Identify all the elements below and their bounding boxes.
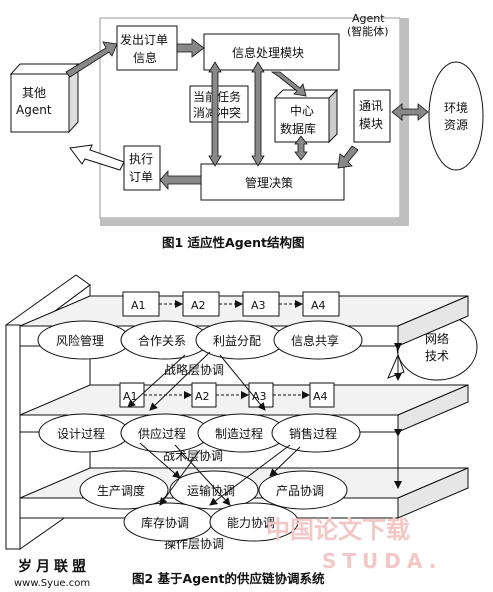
operational-ellipse-3: 产品协调 [276, 483, 324, 498]
operational-ellipse-1: 生产调度 [97, 483, 145, 498]
tactical-ellipse-4: 销售过程 [289, 426, 337, 441]
send-order-label: 发出订单 [120, 32, 168, 47]
tactical-ellipse-1: 设计过程 [57, 426, 105, 441]
strategic-agent-1: A1 [131, 299, 146, 312]
arrow-agent-to-order [65, 41, 118, 78]
center-database-label: 中心 [290, 103, 314, 118]
tactical-ellipse-2: 供应过程 [138, 426, 186, 441]
agent-sublabel: (智能体) [347, 24, 389, 38]
network-label-2: 技术 [425, 349, 449, 363]
arrow-exec-to-agent [69, 144, 125, 171]
agent-frame-shadow-right [400, 18, 409, 226]
operational-ellipse-2: 运输协调 [187, 483, 235, 498]
tactical-agents: A1 A2 A3 A4 [119, 382, 335, 408]
layer-label-tactical: 战术层协调 [163, 448, 223, 463]
management-label: 管理决策 [245, 175, 293, 190]
figure2-caption: 图2 基于Agent的供应链协调系统 [132, 571, 325, 586]
agent-label: Agent [352, 12, 385, 25]
arrow-info-to-db [270, 71, 307, 97]
send-order-box: 发出订单 信息 [116, 25, 178, 71]
figure1-caption: 图1 适应性Agent结构图 [162, 235, 305, 250]
watermark-right-url: STUDA. [322, 549, 442, 573]
exec-order-label-2: 订单 [129, 170, 153, 184]
send-order-label-2: 信息 [133, 50, 157, 65]
arrow-vertical-left [208, 61, 222, 167]
strategic-agent-4: A4 [311, 299, 326, 312]
other-agent-label-2: Agent [16, 103, 52, 117]
environment-label: 环境 [444, 100, 468, 115]
arrow-order-to-info [176, 38, 205, 58]
figure-2: 网络 技术 操作层协调 战术层协调 战略层协调 [5, 274, 478, 586]
pillar-front [5, 324, 21, 550]
strategic-agents: A1 A2 A3 A4 [122, 291, 340, 317]
layer-label-strategic: 战略层协调 [164, 362, 224, 377]
watermark-right-cn: 中国论文下载 [266, 516, 410, 544]
figure-1: Agent (智能体) 其他 Agent 发出订单 信息 信息处理模块 当前任务… [9, 12, 484, 250]
connector-lines [127, 351, 301, 506]
comm-module-label: 通讯 [359, 99, 383, 113]
fig1-arrows [65, 38, 429, 191]
watermark-left-cn: 岁月联盟 [18, 558, 90, 575]
info-processing-label: 信息处理模块 [232, 45, 304, 60]
other-agent-box: 其他 Agent [9, 62, 80, 134]
watermarks: 岁月联盟 www.Syue.com 中国论文下载 STUDA. [14, 516, 442, 589]
strategic-ellipses: 风险管理 合作关系 利益分配 信息共享 [37, 320, 363, 360]
agent-frame-shadow-bottom [100, 218, 409, 226]
tactical-agent-3: A3 [252, 390, 267, 403]
strategic-ellipse-1: 风险管理 [56, 333, 104, 348]
strategic-agent-3: A3 [251, 299, 266, 312]
management-box: 管理决策 [200, 163, 345, 201]
network-label: 网络 [425, 331, 449, 346]
other-agent-label: 其他 [22, 86, 46, 100]
strategic-ellipse-4: 信息共享 [291, 333, 339, 348]
strategic-ellipse-2: 合作关系 [138, 333, 186, 348]
environment-label-2: 资源 [444, 118, 468, 132]
operational-ellipses: 生产调度 运输协调 产品协调 库存协调 能力协调 [79, 470, 348, 542]
watermark-left-url: www.Syue.com [14, 578, 90, 589]
center-database-box: 中心 数据库 [273, 88, 339, 144]
exec-order-box: 执行 订单 [123, 145, 161, 191]
tactical-agent-4: A4 [313, 390, 328, 403]
arrow-mgmt-to-exec [159, 169, 202, 191]
center-database-label-2: 数据库 [280, 121, 316, 136]
comm-module-box: 通讯 模块 [353, 89, 391, 143]
strategic-agent-2: A2 [191, 299, 206, 312]
arrow-comm-env [391, 103, 429, 121]
tactical-ellipses: 设计过程 供应过程 制造过程 销售过程 [38, 413, 361, 453]
comm-module-label-2: 模块 [359, 117, 383, 131]
environment-ellipse: 环境 资源 [428, 61, 484, 171]
operational-ellipse-5: 能力协调 [227, 515, 275, 530]
arrow-comm-to-mgmt [337, 145, 359, 169]
arrow-db-to-mgmt [294, 135, 308, 161]
operational-ellipse-4: 库存协调 [141, 515, 189, 530]
strategic-ellipse-3: 利益分配 [213, 334, 261, 348]
tactical-agent-1: A1 [123, 390, 138, 403]
exec-order-label: 执行 [129, 152, 153, 166]
tactical-ellipse-3: 制造过程 [215, 426, 263, 441]
tactical-agent-2: A2 [195, 390, 210, 403]
info-processing-box: 信息处理模块 [203, 33, 340, 71]
current-task-box: 当前任务 消减冲突 [189, 85, 249, 123]
arrow-vertical-right [251, 61, 265, 167]
